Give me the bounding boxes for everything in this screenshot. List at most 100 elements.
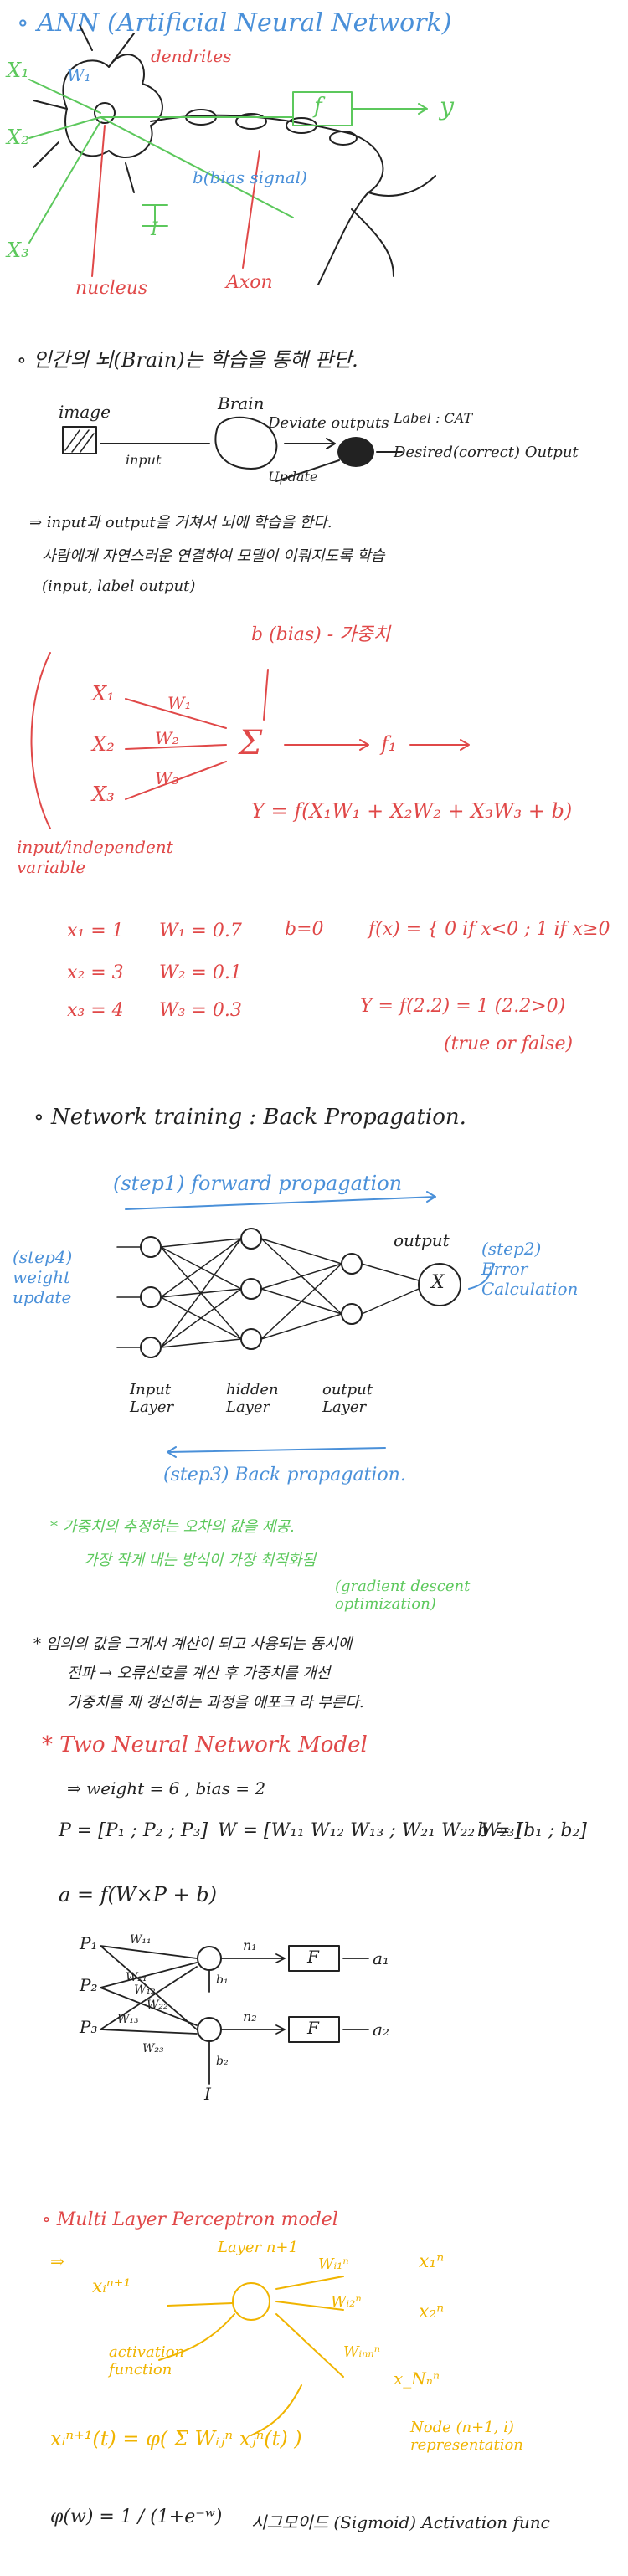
two-model-diagram xyxy=(100,1945,369,2085)
perc-f: f₁ xyxy=(381,732,397,756)
ann-x3: X₃ xyxy=(7,239,29,262)
brain-deviate: Deviate outputs xyxy=(268,414,389,432)
mlp-heading: ∘ Multi Layer Perceptron model xyxy=(42,2209,338,2230)
section-two-model: * Two Neural Network Model ⇒ weight = 6 … xyxy=(0,1732,628,2184)
network-diagram xyxy=(116,1191,495,1458)
perc-w2: W₂ xyxy=(155,728,179,748)
ann-axon: Axon xyxy=(226,272,273,293)
brain-note2: 사람에게 자연스러운 연결하여 모델이 이뤄지도록 학습 xyxy=(42,547,385,565)
two-p3: P₃ xyxy=(80,2017,98,2037)
training-step1: (step1) forward propagation xyxy=(113,1172,403,1195)
brain-image: image xyxy=(59,402,111,422)
mlp-sigmoid-note: 시그모이드 (Sigmoid) Activation func xyxy=(251,2512,550,2532)
brain-note1: ⇒ input과 output을 거쳐서 뇌에 학습을 한다. xyxy=(29,514,332,531)
brain-label: Label : CAT xyxy=(394,410,473,426)
mlp-wi1: Wᵢ₁ⁿ xyxy=(318,2255,349,2273)
perc-x1: X₁ xyxy=(92,682,115,706)
ann-x2: X₂ xyxy=(7,126,29,149)
two-w21: W₂₁ xyxy=(126,1971,147,1984)
brain-desired: Desired(correct) Output xyxy=(394,444,579,461)
perceptron-diagram xyxy=(30,652,470,829)
section-training: ∘ Network training : Back Propagation. (… xyxy=(0,1096,628,1716)
two-a2: a₂ xyxy=(373,2019,389,2040)
mlp-layer: Layer n+1 xyxy=(218,2239,298,2256)
mlp-sigmoid: φ(w) = 1 / (1+e⁻ʷ) xyxy=(50,2507,223,2527)
ann-dendrites: dendrites xyxy=(151,46,232,66)
ex-result: Y = f(2.2) = 1 (2.2>0) xyxy=(360,996,566,1017)
mlp-node: Node (n+1, i) representation xyxy=(410,2419,523,2454)
section-brain: ∘ 인간의 뇌(Brain)는 학습을 통해 판단. image input B… xyxy=(0,335,628,619)
mlp-x2n: x₂ⁿ xyxy=(419,2301,445,2322)
section-ann: ∘ ANN (Artificial Neural Network) X₁ W₁ … xyxy=(0,0,628,318)
two-n2: n₂ xyxy=(243,2009,257,2024)
training-note5: 전파 → 오류신호를 계산 후 가중치를 개선 xyxy=(67,1665,331,1682)
brain-update: Update xyxy=(268,469,318,485)
ex-w2: W₂ = 0.1 xyxy=(159,962,242,983)
training-input-layer: Input Layer xyxy=(130,1381,174,1416)
section-perceptron: b (bias) - 가중치 X₁ X₂ X₃ W₁ W₂ W₃ Σ f₁ Y … xyxy=(0,619,628,877)
brain-note3: (input, label output) xyxy=(42,577,196,595)
mlp-eq: xᵢⁿ⁺¹(t) = φ( Σ Wᵢⱼⁿ xⱼⁿ(t) ) xyxy=(50,2427,302,2450)
two-b2: b₂ xyxy=(216,2055,229,2068)
ann-I: I xyxy=(151,219,158,240)
perc-formula: Y = f(X₁W₁ + X₂W₂ + X₃W₃ + b) xyxy=(251,799,573,823)
two-f1: F xyxy=(307,1947,319,1967)
perc-w3: W₃ xyxy=(155,768,179,788)
brain-brain: Brain xyxy=(218,393,265,413)
two-w23: W₂₃ xyxy=(142,2042,164,2055)
ex-fx: f(x) = { 0 if x<0 ; 1 if x≥0 xyxy=(368,919,610,940)
ex-w3: W₃ = 0.3 xyxy=(159,1000,242,1021)
mlp-xi: xᵢⁿ⁺¹ xyxy=(92,2276,131,2297)
perc-input-note: input/independent variable xyxy=(17,837,173,877)
two-b: b = [b₁ ; b₂] xyxy=(477,1820,587,1841)
two-w13: W₁₃ xyxy=(117,2013,139,2026)
ann-w1: W₁ xyxy=(67,65,91,85)
two-W: W = [W₁₁ W₁₂ W₁₃ ; W₂₁ W₂₂ W₂₃] xyxy=(218,1820,522,1841)
training-step4: (step4) weight update xyxy=(13,1247,73,1307)
perc-bias: b (bias) - 가중치 xyxy=(251,624,390,645)
two-w11: W₁₁ xyxy=(130,1933,152,1947)
two-a1: a₁ xyxy=(373,1948,389,1968)
mlp-diagram xyxy=(158,2276,344,2436)
perc-x3: X₃ xyxy=(92,783,115,806)
two-a: a = f(W×P + b) xyxy=(59,1883,217,1906)
two-w12: W₁₂ xyxy=(134,1983,156,1997)
ann-title: ∘ ANN (Artificial Neural Network) xyxy=(17,8,452,38)
training-note4: * 임의의 값을 그게서 계산이 되고 사용되는 동시에 xyxy=(33,1635,353,1653)
ann-bias: b(bias signal) xyxy=(193,167,307,187)
two-w22: W₂₂ xyxy=(147,1999,168,2012)
mlp-wiN: Wᵢₙₙⁿ xyxy=(343,2343,381,2361)
mlp-wi2: Wᵢ₂ⁿ xyxy=(331,2293,362,2311)
two-p1: P₁ xyxy=(80,1933,98,1953)
brain-heading: ∘ 인간의 뇌(Brain)는 학습을 통해 판단. xyxy=(17,348,358,372)
two-P: P = [P₁ ; P₂ ; P₃] xyxy=(59,1820,208,1841)
two-f2: F xyxy=(307,2018,319,2038)
training-step3: (step3) Back propagation. xyxy=(163,1465,406,1486)
two-heading: * Two Neural Network Model xyxy=(42,1732,368,1758)
two-b1: b₁ xyxy=(216,1973,229,1987)
training-x: X xyxy=(431,1272,445,1293)
ex-x1: x₁ = 1 xyxy=(67,921,124,942)
perc-x2: X₂ xyxy=(92,732,115,756)
ann-y: y xyxy=(440,92,454,121)
section-example: x₁ = 1 W₁ = 0.7 b=0 f(x) = { 0 if x<0 ; … xyxy=(0,904,628,1088)
ex-w1: W₁ = 0.7 xyxy=(159,921,242,942)
mlp-arrow: ⇒ xyxy=(50,2251,64,2271)
training-output-layer: output Layer xyxy=(322,1381,373,1416)
training-note2: 가장 작게 내는 방식이 가장 최적화됨 xyxy=(84,1552,317,1569)
training-heading: ∘ Network training : Back Propagation. xyxy=(33,1105,466,1130)
ex-b: b=0 xyxy=(285,919,324,940)
brain-diagram xyxy=(62,416,403,482)
ann-x1: X₁ xyxy=(7,59,29,82)
brain-input: input xyxy=(126,452,162,468)
training-step2: (step2) Error Calculation xyxy=(481,1239,579,1299)
mlp-x1n: x₁ⁿ xyxy=(419,2251,445,2272)
perc-w1: W₁ xyxy=(167,693,192,713)
training-note3: (gradient descent optimization) xyxy=(335,1578,471,1613)
training-note1: * 가중치의 추정하는 오차의 값을 제공. xyxy=(50,1518,295,1536)
ex-x2: x₂ = 3 xyxy=(67,962,124,983)
two-n1: n₁ xyxy=(243,1937,257,1953)
two-I: I xyxy=(204,2084,211,2104)
training-note6: 가중치를 재 갱신하는 과정을 에포크 라 부른다. xyxy=(67,1694,364,1711)
two-p2: P₂ xyxy=(80,1975,98,1995)
